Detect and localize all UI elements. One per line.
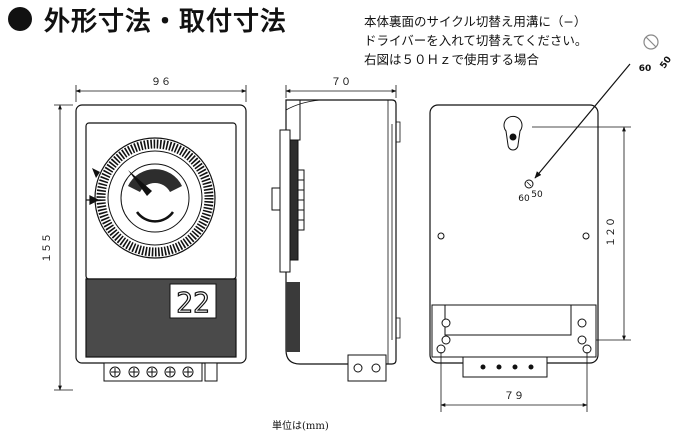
note-line-1: 本体裏面のサイクル切替え用溝に（−） (364, 14, 587, 29)
side-view (285, 99, 401, 365)
timer-dial (92, 137, 216, 259)
dim-mount-horizontal-label: ７９ (504, 391, 524, 402)
dim-mount-horizontal (440, 352, 588, 412)
rear-switch-label-50: 50 (531, 190, 543, 200)
dim-front-height (54, 104, 73, 391)
callout-label-60: 60 (639, 64, 652, 74)
callout-arrow (534, 63, 631, 179)
rear-cycle-switch (524, 179, 534, 189)
unit-label: 単位は(mm) (272, 421, 329, 432)
dim-front-height-label: １５５ (42, 233, 53, 263)
title-block: 外形寸法・取付寸法 (8, 2, 288, 37)
keyhole-mount (503, 115, 523, 151)
page-title: 外形寸法・取付寸法 (44, 6, 288, 37)
bullet-icon (8, 7, 32, 31)
dim-front-width (75, 85, 247, 102)
rear-switch-label-60: 60 (518, 194, 530, 204)
dim-side-depth (285, 85, 397, 98)
front-terminal-block (103, 362, 218, 382)
digit-display-box (169, 283, 217, 319)
rear-hole-left (437, 232, 445, 240)
side-lower-panel (286, 282, 300, 352)
note-line-3: 右図は５０Ｈｚで使用する場合 (364, 52, 540, 67)
side-terminal (347, 354, 387, 382)
dim-mount-vertical (532, 126, 631, 341)
dim-side-depth-label: ７０ (331, 77, 351, 88)
side-body (285, 99, 397, 365)
callout-switch (643, 34, 659, 50)
rear-terminal-plate (431, 304, 597, 378)
dim-mount-vertical-label: １２０ (606, 217, 617, 247)
callout-label-50: 50 (659, 55, 674, 71)
set-pointer (86, 195, 101, 205)
cycle-switch-note: 本体裏面のサイクル切替え用溝に（−） ドライバーを入れて切替えてください。 右図… (364, 12, 587, 69)
side-dial-profile (271, 129, 305, 273)
digit-display: 22 (176, 286, 210, 319)
rear-hole-right (582, 232, 590, 240)
dim-front-width-label: ９６ (151, 77, 171, 88)
note-line-2: ドライバーを入れて切替えてください。 (364, 33, 588, 48)
